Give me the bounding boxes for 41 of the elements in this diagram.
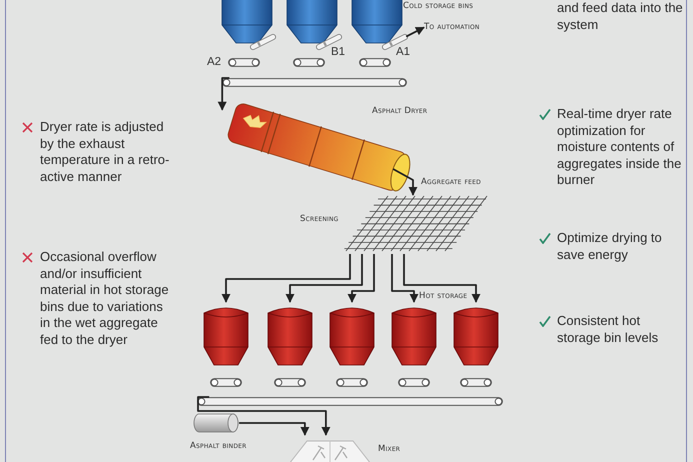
note-text: Dryer rate is adjusted by the exhaust temperature in a retro-active manner [40, 119, 170, 185]
part-label: Mixer [378, 444, 400, 454]
arrow [392, 168, 418, 196]
conveyor-belt-drawing [460, 378, 492, 387]
arrow [286, 254, 363, 303]
storage-bin-drawing [350, 0, 404, 45]
conveyor-belt-drawing [210, 378, 242, 387]
part-label: Asphalt Dryer [372, 106, 428, 116]
storage-bin-drawing [285, 0, 339, 45]
conveyor-belt-drawing [228, 58, 260, 67]
arrow [239, 422, 310, 436]
note-text: Real-time dryer rate optimization for moisture contents of aggregates inside the burner [557, 106, 682, 188]
arrow [222, 254, 351, 303]
arrow [348, 254, 375, 303]
sensor-probe-drawing [249, 33, 277, 51]
conveyor-belt-drawing [293, 58, 325, 67]
arrow [218, 77, 230, 111]
note-text: Occasional overflow and/or insufficient material in hot storage bins due to variations in the wet aggregate fed to the dryer [40, 249, 170, 348]
conveyor-belt-drawing [336, 378, 368, 387]
arrow [406, 26, 425, 38]
storage-bin-drawing [220, 0, 274, 45]
note-text: Consistent hot storage bin levels [557, 313, 660, 346]
note-text: and feed data into the system [557, 0, 684, 33]
conveyor-belt-drawing [197, 397, 503, 406]
arrow [403, 254, 480, 303]
callout-text: To automation [424, 22, 480, 32]
conveyor-belt-drawing [398, 378, 430, 387]
part-label: Cold storage bins [403, 1, 474, 11]
arrow [197, 396, 330, 436]
conveyor-belt-drawing [274, 378, 306, 387]
note-text: Optimize drying to save energy [557, 230, 663, 263]
sensor-label: A2 [207, 56, 222, 68]
edge-label: Aggregate feed [420, 177, 482, 187]
sensor-label: B1 [331, 46, 346, 58]
arrow [391, 254, 418, 303]
conveyor-belt-drawing [359, 58, 391, 67]
part-label: Hot storage [419, 291, 468, 301]
sensor-label: A1 [396, 46, 410, 58]
conveyor-belt-drawing [222, 78, 407, 87]
part-label: Asphalt binder [190, 441, 246, 451]
part-label: Screening [300, 214, 339, 224]
